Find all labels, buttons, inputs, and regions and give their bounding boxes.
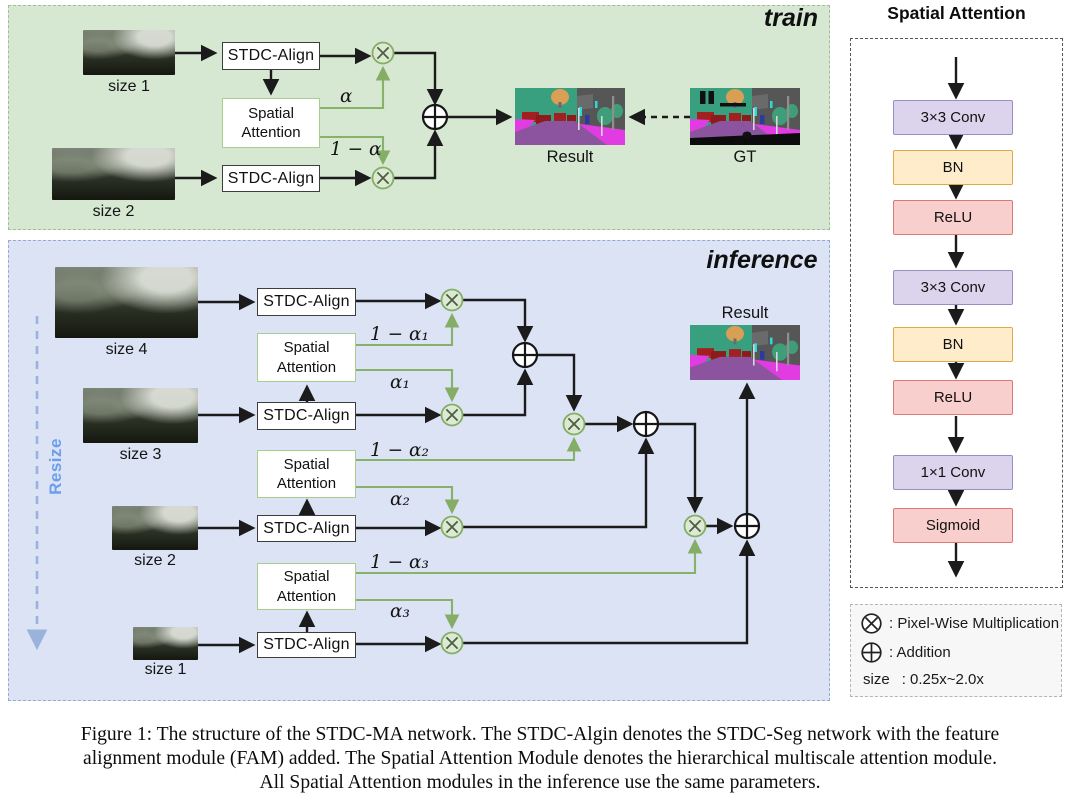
sigmoid-block: Sigmoid (893, 508, 1013, 543)
attention-label: Attention (276, 475, 337, 492)
spatial-attention-box: Spatial Attention (222, 98, 320, 148)
legend-multiplication: : Pixel-Wise Multiplication (860, 612, 1059, 635)
legend-addition-text: : Addition (889, 644, 951, 661)
block-label: Sigmoid (925, 517, 981, 534)
one-minus-alpha-label: 1 − α (330, 139, 382, 160)
stdc-align-box: STDC-Align (257, 402, 356, 430)
caption-line-1: Figure 1: The structure of the STDC-MA n… (80, 724, 1000, 745)
block-label: 1×1 Conv (920, 464, 986, 481)
legend-size-label: size (863, 671, 890, 688)
figure-caption: Figure 1: The structure of the STDC-MA n… (0, 723, 1080, 795)
inference-title: inference (706, 246, 818, 274)
input-photo-inference-size3 (83, 388, 198, 443)
one-minus-alpha1-label: 1 − α₁ (370, 324, 429, 345)
gt-image (690, 88, 800, 145)
stdc-align-box: STDC-Align (222, 165, 320, 192)
stdc-align-label: STDC-Align (227, 169, 315, 187)
caption-line-2: alignment module (FAM) added. The Spatia… (83, 748, 997, 769)
input-photo-inference-size2 (112, 506, 198, 550)
input-photo-inference-size4 (55, 267, 198, 338)
legend-addition: : Addition (860, 641, 951, 664)
size-label: size 4 (105, 341, 148, 358)
stdc-align-box: STDC-Align (257, 632, 356, 658)
spatial-attention-box: Spatial Attention (257, 563, 356, 610)
input-photo-train-size1 (83, 30, 175, 75)
alpha3-label: α₃ (390, 601, 410, 622)
attention-label: Attention (241, 124, 301, 141)
attention-label: Attention (276, 587, 337, 605)
input-photo-train-size2 (52, 148, 175, 200)
conv3x3-block: 3×3 Conv (893, 270, 1013, 305)
spatial-label: Spatial (283, 339, 330, 356)
spatial-attention-panel-title: Spatial Attention (887, 3, 1026, 23)
alpha1-label: α₁ (390, 372, 410, 393)
block-label: BN (942, 159, 964, 176)
size-label: size 3 (119, 446, 162, 463)
bn-block: BN (893, 150, 1013, 185)
block-label: BN (942, 336, 964, 353)
stdc-align-label: STDC-Align (263, 519, 350, 537)
block-label: 3×3 Conv (920, 109, 986, 126)
bn-block: BN (893, 327, 1013, 362)
result-image-inference (690, 325, 800, 380)
caption-line-3: All Spatial Attention modules in the inf… (259, 772, 821, 793)
alpha-label: α (340, 86, 353, 107)
result-label: Result (721, 304, 769, 322)
legend-box (850, 604, 1062, 697)
one-minus-alpha2-label: 1 − α₂ (370, 440, 429, 461)
stdc-align-box: STDC-Align (257, 515, 356, 542)
addition-icon (861, 642, 882, 663)
block-label: ReLU (933, 389, 973, 406)
size-label: size 1 (144, 661, 187, 678)
size-label: size 2 (92, 203, 135, 220)
train-title: train (763, 4, 819, 32)
attention-label: Attention (276, 358, 337, 376)
block-label: ReLU (933, 209, 973, 226)
legend-size-range: size : 0.25x~2.0x (863, 671, 984, 688)
stdc-align-label: STDC-Align (263, 407, 350, 424)
stdc-align-label: STDC-Align (263, 293, 350, 310)
size-label: size 1 (108, 78, 150, 95)
alpha2-label: α₂ (390, 489, 410, 510)
spatial-label: Spatial (283, 455, 330, 473)
spatial-label: Spatial (283, 568, 330, 585)
relu-block: ReLU (893, 380, 1013, 415)
spatial-label: Spatial (248, 104, 294, 122)
result-label: Result (546, 148, 594, 166)
stdc-align-label: STDC-Align (263, 636, 350, 653)
result-image-train (515, 88, 625, 145)
stdc-align-box: STDC-Align (257, 288, 356, 316)
spatial-attention-box: Spatial Attention (257, 450, 356, 498)
spatial-attention-box: Spatial Attention (257, 333, 356, 382)
legend-multiplication-text: : Pixel-Wise Multiplication (889, 615, 1060, 632)
gt-label: GT (733, 148, 757, 166)
resize-label: Resize (46, 438, 65, 495)
conv3x3-block: 3×3 Conv (893, 100, 1013, 135)
block-label: 3×3 Conv (920, 279, 986, 296)
size-label: size 2 (134, 552, 176, 569)
legend-size-value: : 0.25x~2.0x (901, 671, 984, 688)
one-minus-alpha3-label: 1 − α₃ (370, 552, 429, 573)
stdc-align-box: STDC-Align (222, 42, 320, 70)
input-photo-inference-size1 (133, 627, 198, 660)
conv1x1-block: 1×1 Conv (893, 455, 1013, 490)
stdc-align-label: STDC-Align (227, 47, 315, 64)
pixel-wise-multiplication-icon (861, 613, 882, 634)
relu-block: ReLU (893, 200, 1013, 235)
